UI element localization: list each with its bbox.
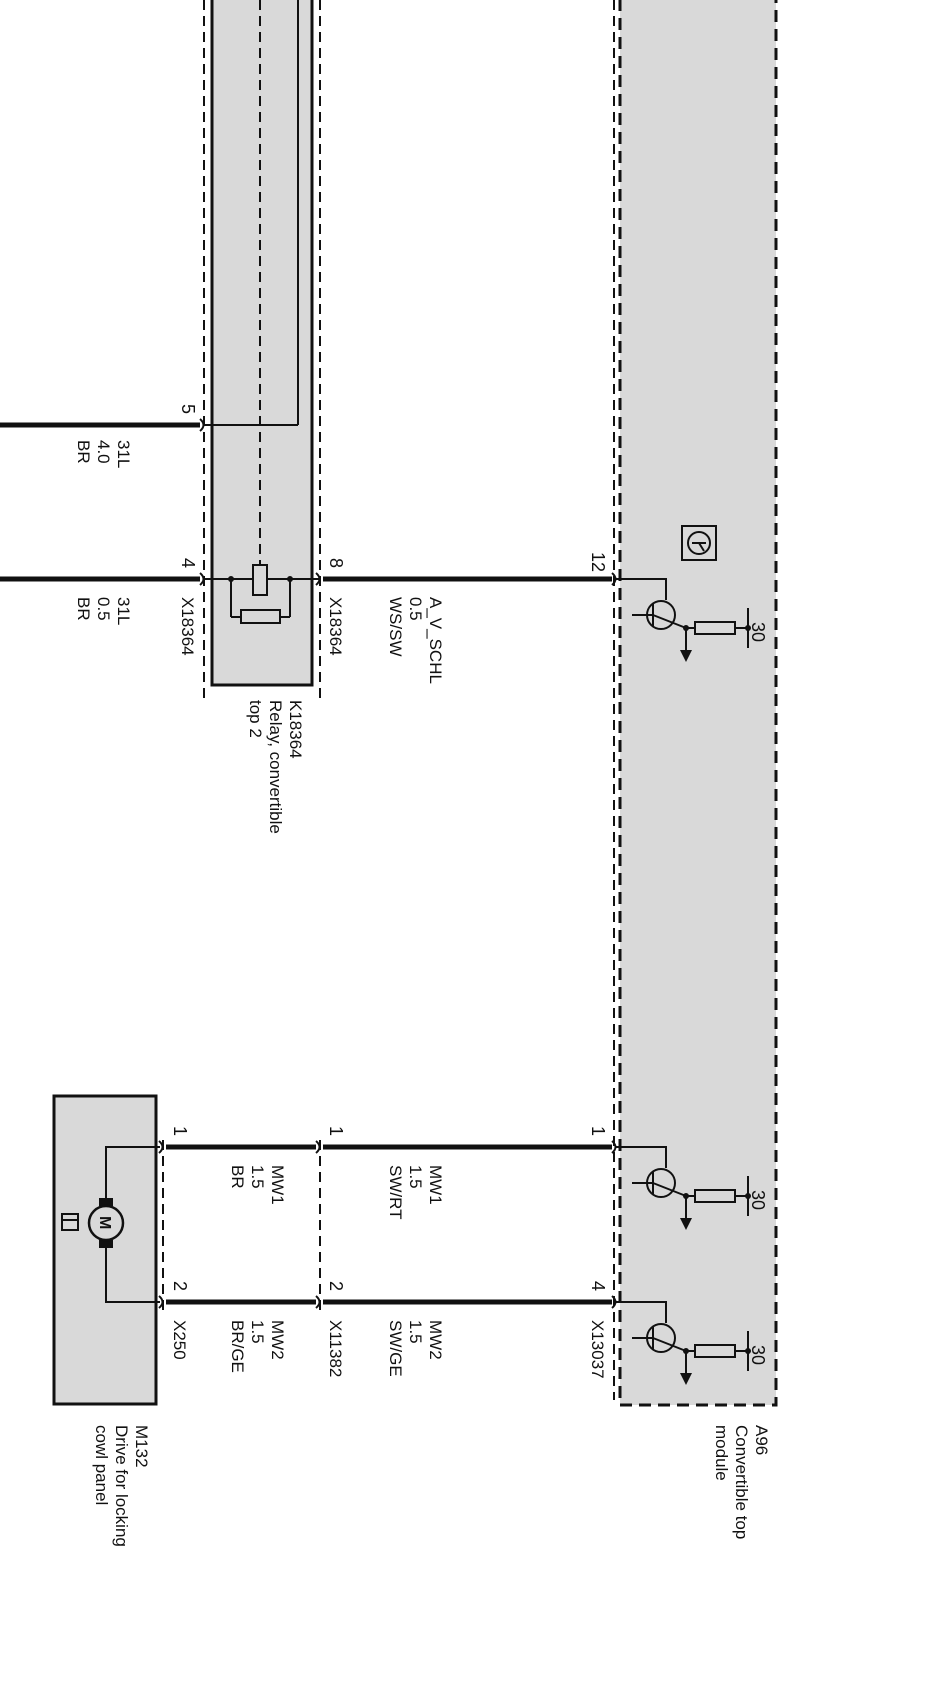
module-a96 — [611, 0, 778, 1407]
module-terminal-30: 30 — [748, 1345, 768, 1365]
wire-mw2-right-color: SW/GE — [386, 1320, 405, 1377]
ground-arrow-icon — [680, 1373, 692, 1385]
wire-coil-left-color: BR — [74, 597, 93, 621]
ground-arrow-icon — [680, 650, 692, 662]
x11382-pin-1: 1 — [326, 1126, 346, 1136]
wire-mw1-left-signal: MW1 — [268, 1165, 287, 1205]
relay-connector-left: X18364 — [178, 597, 197, 656]
relay-connector-right: X18364 — [326, 597, 345, 656]
wire-coil-right-size: 0.5 — [406, 597, 425, 621]
wire-top-signal: 31L — [114, 440, 133, 468]
resistor-icon — [694, 1189, 736, 1203]
module-terminal-30: 30 — [748, 622, 768, 642]
wire-mw2-left-signal: MW2 — [268, 1320, 287, 1360]
wire-top-color: BR — [74, 440, 93, 464]
relay-k18364 — [199, 0, 321, 700]
x11382-pin-2: 2 — [326, 1281, 346, 1291]
motor-m132 — [52, 1094, 164, 1406]
motor-icon — [87, 1198, 125, 1248]
wire-mw1-right-color: SW/RT — [386, 1165, 405, 1219]
x11382-connector: X11382 — [326, 1320, 345, 1377]
wire-mw1-right-size: 1.5 — [406, 1165, 425, 1189]
relay-pin-8: 8 — [326, 558, 346, 568]
module-pin-4: 4 — [588, 1281, 608, 1291]
lamp-icon — [681, 525, 717, 561]
wire-coil-left-signal: 31L — [114, 597, 133, 625]
wire-mw1-left-color: BR — [228, 1165, 247, 1189]
resistor-icon — [694, 621, 736, 635]
module-pin-1: 1 — [588, 1126, 608, 1136]
ground-arrow-icon — [680, 1218, 692, 1230]
relay-pin-5: 5 — [178, 404, 198, 414]
wire-mw1-left-size: 1.5 — [248, 1165, 267, 1189]
module-terminal-30: 30 — [748, 1190, 768, 1210]
wire-mw2-left-color: BR/GE — [228, 1320, 247, 1373]
relay-pin-4: 4 — [178, 558, 198, 568]
relay-name-line1: Relay, convertible — [266, 700, 285, 834]
motor-connector: X250 — [170, 1320, 189, 1360]
wire-mw2-right-signal: MW2 — [426, 1320, 445, 1360]
wires — [0, 422, 612, 1305]
motor-name-line2: cowl panel — [92, 1425, 111, 1505]
relay-id: K18364 — [286, 700, 305, 759]
connector-x11382 — [315, 1140, 321, 1310]
transistor-icon — [616, 578, 751, 662]
transistor-icon — [616, 1301, 751, 1385]
wire-coil-right-color: WS/SW — [386, 597, 405, 657]
transistor-icon — [616, 1146, 751, 1230]
module-name-line1: Convertible top — [732, 1425, 751, 1539]
motor-letter: M — [96, 1216, 113, 1229]
wire-mw1-right-signal: MW1 — [426, 1165, 445, 1205]
motor-name-line1: Drive for locking — [112, 1425, 131, 1547]
module-id: A96 — [752, 1425, 771, 1455]
module-name-line2: module — [712, 1425, 731, 1481]
resistor-icon — [694, 1344, 736, 1358]
motor-pin-2: 2 — [170, 1281, 190, 1291]
wire-coil-left-size: 0.5 — [94, 597, 113, 621]
relay-coil-icon — [204, 564, 320, 624]
wire-mw2-right-size: 1.5 — [406, 1320, 425, 1344]
relay-name-line2: top 2 — [246, 700, 265, 738]
module-pin-12: 12 — [588, 552, 608, 572]
wire-top-size: 4.0 — [94, 440, 113, 464]
wire-mw2-left-size: 1.5 — [248, 1320, 267, 1344]
motor-id: M132 — [132, 1425, 151, 1468]
wire-coil-right-signal: A_V_SCHL — [426, 597, 445, 684]
motor-pin-1: 1 — [170, 1126, 190, 1136]
module-connector: X13037 — [588, 1320, 607, 1379]
